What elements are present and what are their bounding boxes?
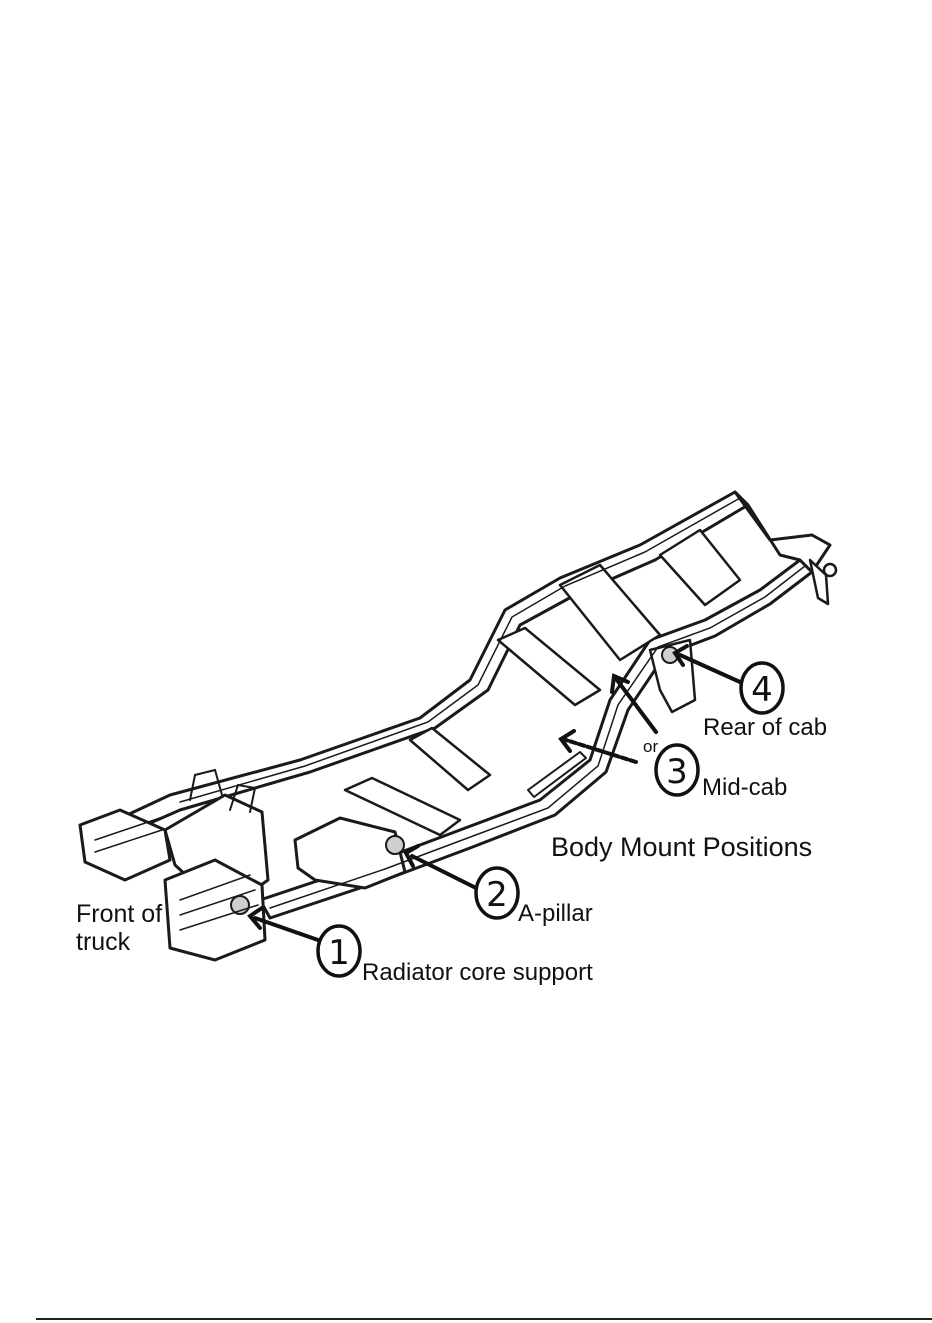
callout-number-2: 2 [486, 875, 508, 915]
diagram-title: Body Mount Positions [551, 832, 812, 862]
a-pillar-mount [386, 836, 404, 854]
callout-label-4: Rear of cab [703, 714, 827, 741]
front-label-line-2: truck [76, 928, 131, 956]
callout-circles: 1 2 3 4 [318, 663, 783, 976]
rear-hook [824, 564, 836, 576]
front-label-line-1: Front of [76, 900, 162, 928]
crossmember-mid-rear [560, 565, 660, 660]
callout-label-1: Radiator core support [362, 959, 593, 986]
crossmember-front [410, 728, 490, 790]
callout-number-3: 3 [666, 752, 688, 792]
or-label: or [643, 737, 658, 756]
crossmember-mid [498, 628, 600, 705]
callout-number-4: 4 [751, 670, 773, 710]
callout-number-1: 1 [328, 933, 350, 973]
arrow-2 [412, 856, 480, 890]
callout-label-3: Mid-cab [702, 774, 787, 801]
rear-crossmember [735, 492, 830, 572]
front-suspension-block [295, 818, 405, 888]
callout-label-2: A-pillar [518, 900, 593, 927]
page-bottom-rule [36, 1318, 932, 1320]
